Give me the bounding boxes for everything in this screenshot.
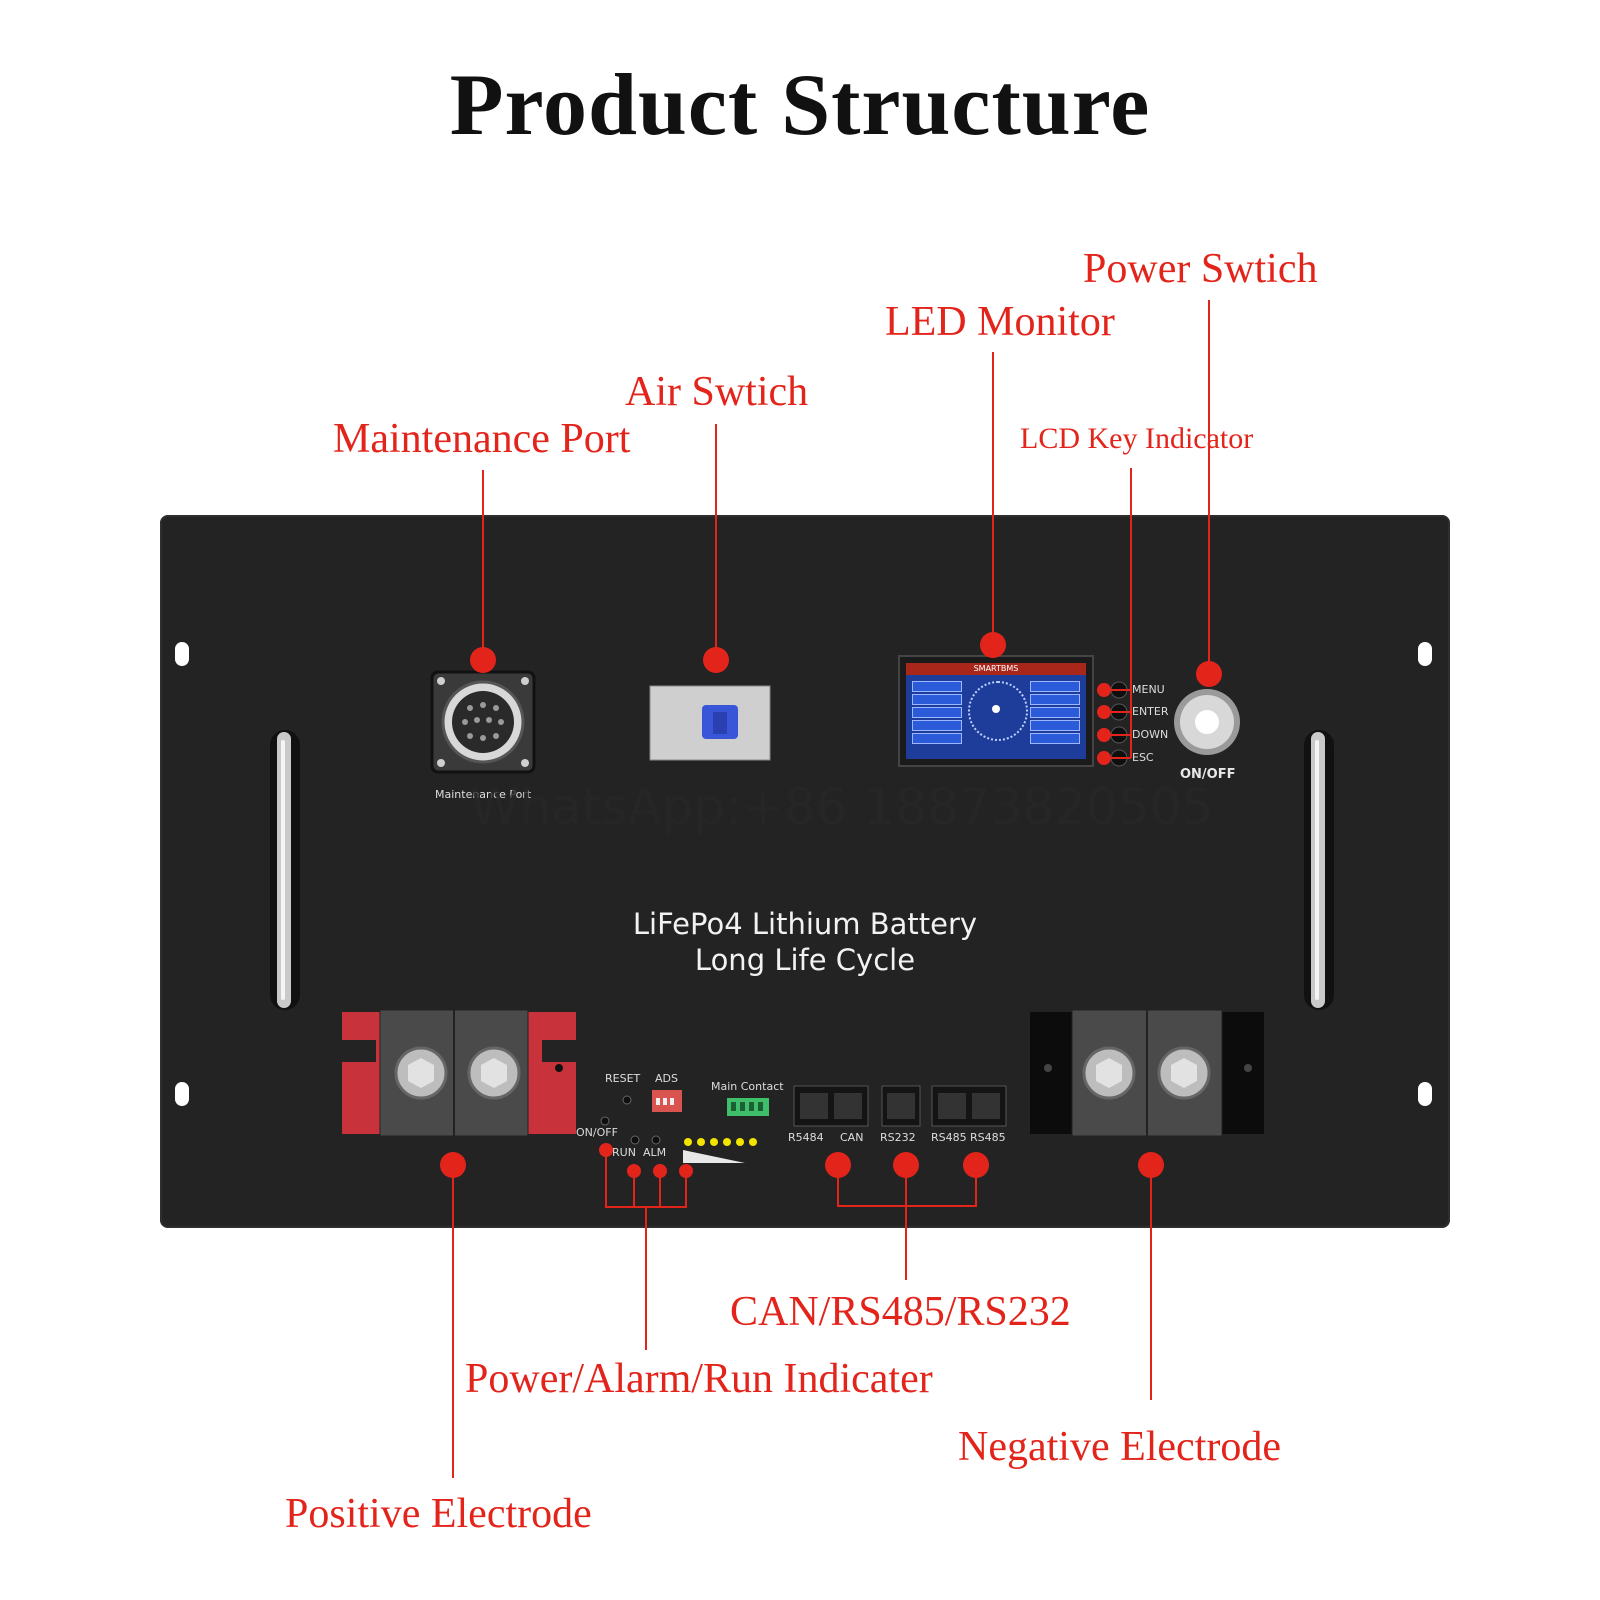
key-esc-label: ESC	[1132, 751, 1154, 764]
port-label-rs485-1: RS485	[931, 1131, 967, 1144]
brand-line-2: Long Life Cycle	[694, 943, 916, 977]
alm-label: ALM	[643, 1146, 667, 1159]
callout-negative-electrode: Negative Electrode	[958, 1424, 1281, 1470]
port-label-r5484: R5484	[788, 1131, 824, 1144]
watermark: WhatsApp:+86 18873820505	[470, 778, 1214, 836]
negative-terminal	[1030, 1009, 1264, 1137]
run-label: RUN	[612, 1146, 636, 1159]
bms-controls	[600, 1090, 769, 1163]
callout-led-monitor: LED Monitor	[885, 299, 1115, 345]
positive-terminal	[342, 1009, 576, 1137]
callout-positive-electrode: Positive Electrode	[285, 1491, 592, 1537]
air-switch	[649, 685, 771, 761]
callout-air-switch: Air Swtich	[625, 369, 809, 415]
page-title: Product Structure	[449, 57, 1151, 154]
callout-maintenance-port: Maintenance Port	[333, 416, 631, 462]
key-enter-label: ENTER	[1132, 705, 1169, 718]
key-down-label: DOWN	[1132, 728, 1169, 741]
callout-lines	[452, 300, 1210, 1478]
lcd-monitor-screen: SMARTBMS	[898, 655, 1094, 767]
mount-hole-tr	[1418, 642, 1432, 666]
mount-hole-bl	[175, 1082, 189, 1106]
lcd-keys	[1110, 681, 1128, 767]
maintenance-port-label: Maintenance Port	[435, 788, 532, 801]
callout-can-rs: CAN/RS485/RS232	[730, 1289, 1071, 1335]
ads-label: ADS	[655, 1072, 678, 1085]
key-menu-label: MENU	[1132, 683, 1165, 696]
power-button	[1174, 689, 1240, 755]
port-label-rs485-2: RS485	[970, 1131, 1006, 1144]
mount-hole-tl	[175, 642, 189, 666]
callout-lcd-key-indicator: LCD Key Indicator	[1020, 422, 1254, 455]
brand-line-1: LiFePo4 Lithium Battery	[632, 907, 978, 941]
mount-hole-br	[1418, 1082, 1432, 1106]
onoff-label: ON/OFF	[1180, 767, 1236, 782]
callout-dots	[440, 632, 1222, 1178]
right-handle	[1304, 730, 1334, 1010]
main-contact-label: Main Contact	[711, 1080, 784, 1093]
onoff-small-label: ON/OFF	[576, 1126, 618, 1139]
port-label-can: CAN	[840, 1131, 864, 1144]
left-handle	[270, 730, 300, 1010]
callout-power-alarm-run: Power/Alarm/Run Indicater	[465, 1356, 933, 1402]
lcd-title: SMARTBMS	[973, 664, 1019, 673]
maintenance-port-connector	[430, 670, 536, 774]
reset-label: RESET	[605, 1072, 641, 1085]
callout-power-switch: Power Swtich	[1083, 246, 1318, 292]
port-label-rs232: RS232	[880, 1131, 916, 1144]
